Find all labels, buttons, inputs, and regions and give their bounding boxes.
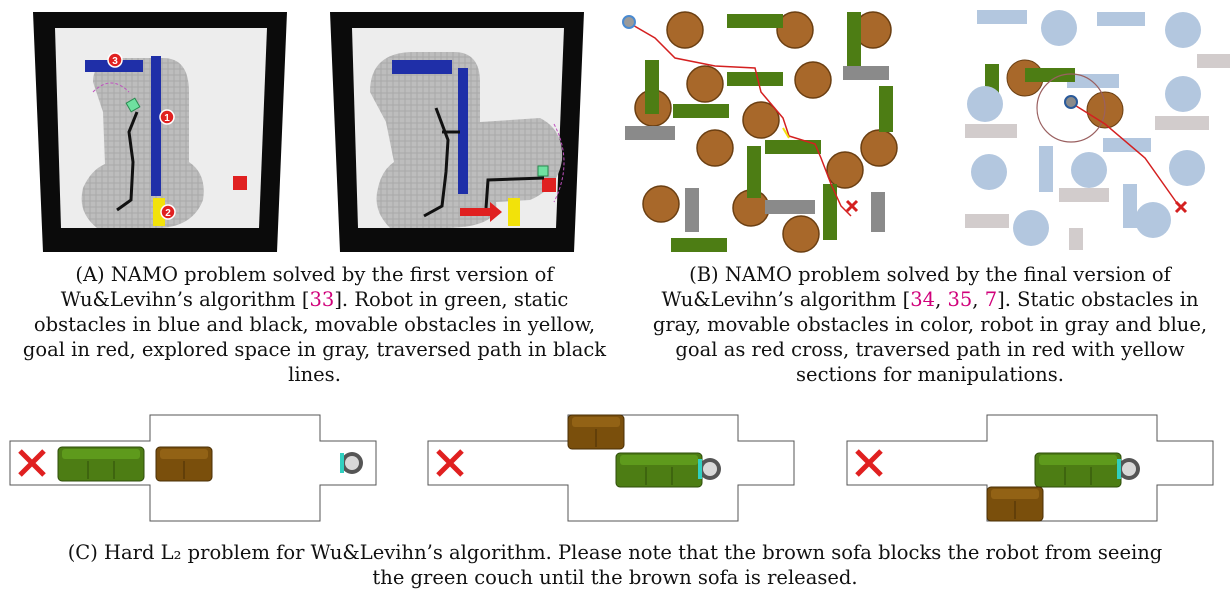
caption-a-rest: ]. Robot in green, static obstacles in b… — [22, 288, 607, 386]
caption-a-tag: (A) — [75, 263, 105, 286]
panel-b-image-left — [622, 11, 898, 253]
goal — [233, 176, 247, 190]
static-obstacle — [151, 56, 161, 196]
caption-a: (A) NAMO problem solved by the first ver… — [22, 262, 607, 387]
caption-b-tag: (B) — [689, 263, 719, 286]
panel-c-scene-1 — [9, 414, 377, 522]
caption-b-rest: ]. Static obstacles in gray, movable obs… — [652, 288, 1208, 386]
marker-2: 2 — [160, 204, 176, 220]
caption-a-citation[interactable]: 33 — [309, 288, 335, 311]
panel-c-scene-3 — [846, 414, 1214, 522]
marker-1: 1 — [159, 109, 175, 125]
caption-b-citation-1[interactable]: 34 — [910, 288, 936, 311]
caption-b: (B) NAMO problem solved by the final ver… — [652, 263, 1208, 386]
caption-b-text: NAMO problem solved by the final version… — [661, 263, 1171, 311]
caption-c-tag: (C) — [67, 541, 98, 564]
marker-3: 3 — [107, 52, 123, 68]
svg-text:3: 3 — [112, 56, 118, 67]
svg-text:2: 2 — [165, 208, 171, 219]
robot — [125, 97, 141, 113]
caption-c: (C) Hard L₂ problem for Wu&Levihn’s algo… — [60, 540, 1170, 590]
panel-b-image-right — [965, 10, 1230, 250]
caption-c-text: Hard L₂ problem for Wu&Levihn’s algorith… — [97, 541, 1163, 589]
panel-c-scene-2 — [427, 414, 795, 522]
panel-a-image-right — [330, 12, 584, 252]
svg-text:1: 1 — [164, 113, 170, 124]
panel-a-image-left: 3 1 2 — [33, 12, 287, 252]
caption-b-citation-3[interactable]: 7 — [984, 288, 998, 311]
caption-a-text: NAMO problem solved by the first version… — [60, 263, 554, 311]
movable-obstacle — [153, 198, 165, 226]
caption-b-citation-2[interactable]: 35 — [947, 288, 973, 311]
